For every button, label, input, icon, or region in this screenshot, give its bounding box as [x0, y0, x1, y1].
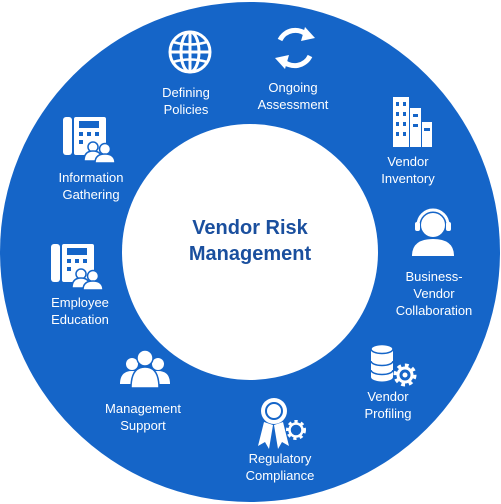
segment-label-information-gathering-2: Gathering: [62, 187, 119, 202]
refresh-cycle-icon: [275, 27, 315, 69]
segment-label-defining-policies-1: Defining: [162, 85, 210, 100]
segment-label-regulatory-compliance-2: Compliance: [246, 468, 315, 483]
segment-label-business-vendor-collaboration-3: Collaboration: [396, 303, 473, 318]
center-circle: [122, 124, 378, 380]
segment-label-business-vendor-collaboration-2: Vendor: [413, 286, 455, 301]
segment-label-ongoing-assessment-2: Assessment: [258, 97, 329, 112]
segment-label-vendor-inventory-2: Inventory: [381, 171, 435, 186]
segment-label-employee-education-2: Education: [51, 312, 109, 327]
segment-label-ongoing-assessment-1: Ongoing: [268, 80, 317, 95]
center-title-line1: Vendor Risk: [192, 217, 308, 239]
segment-label-management-support-1: Management: [105, 401, 181, 416]
segment-label-defining-policies-2: Policies: [164, 102, 209, 117]
segments: DefiningPoliciesOngoingAssessmentVendorI…: [51, 27, 472, 483]
segment-label-management-support-2: Support: [120, 418, 166, 433]
segment-label-business-vendor-collaboration-1: Business-: [405, 269, 462, 284]
segment-label-information-gathering-1: Information: [58, 170, 123, 185]
center-title-line2: Management: [189, 243, 312, 265]
globe-icon: [168, 30, 212, 74]
segment-label-employee-education-1: Employee: [51, 295, 109, 310]
user-group-icon: [120, 349, 170, 389]
segment-label-regulatory-compliance-1: Regulatory: [249, 451, 312, 466]
headset-agent-icon: [412, 208, 454, 256]
phone-users-icon: [63, 117, 116, 164]
segment-label-vendor-profiling-2: Profiling: [365, 406, 412, 421]
segment-label-vendor-profiling-1: Vendor: [367, 389, 409, 404]
database-gear-icon: [370, 343, 417, 387]
award-gear-icon: [258, 398, 306, 449]
buildings-icon: [393, 97, 432, 147]
segment-label-vendor-inventory-1: Vendor: [387, 154, 429, 169]
phone-users-icon: [51, 244, 104, 291]
